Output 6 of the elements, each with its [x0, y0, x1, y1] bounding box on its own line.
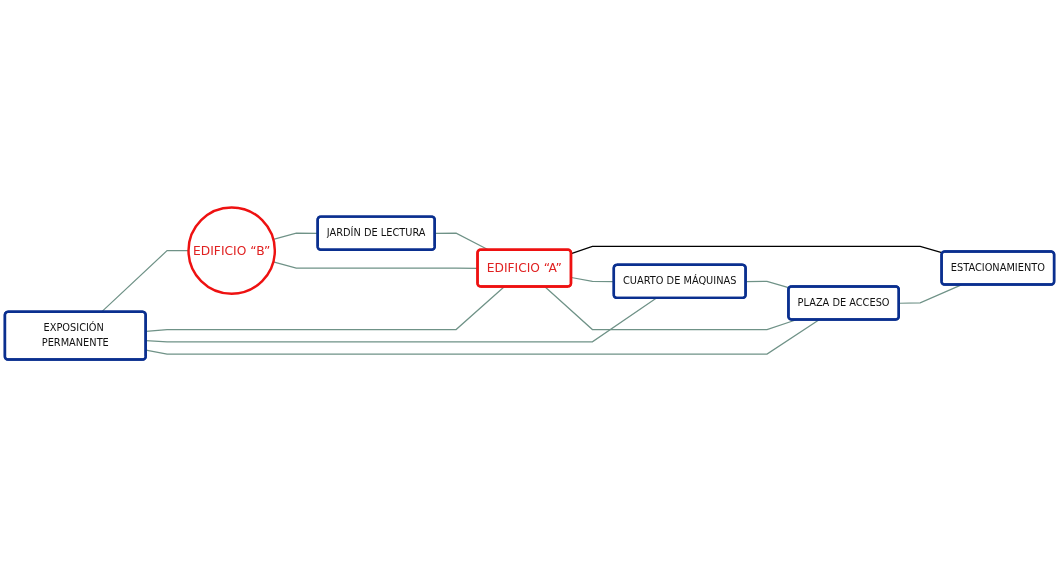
node-circle: EDIFICIO “B” — [187, 206, 277, 295]
connector — [745, 280, 790, 289]
connector — [145, 286, 505, 332]
connector — [570, 245, 944, 255]
connector — [145, 319, 820, 355]
connector — [145, 297, 657, 343]
